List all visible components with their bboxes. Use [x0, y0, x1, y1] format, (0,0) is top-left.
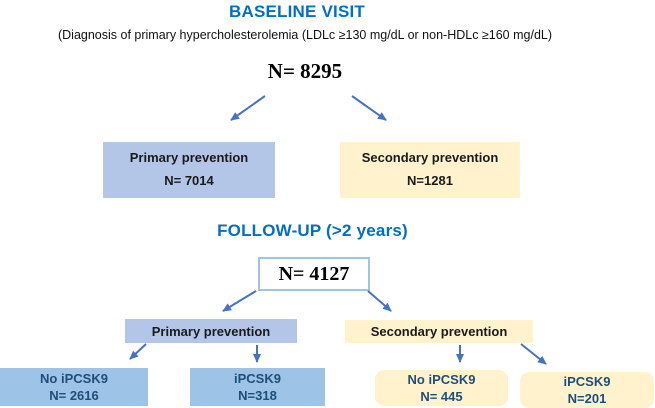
ipcsk9-secondary-box: iPCSK9 N=201 [520, 372, 654, 408]
ipcsk9-secondary-n: N=201 [567, 391, 607, 406]
followup-secondary-prevention-bar: Secondary prevention [345, 320, 533, 343]
followup-title: FOLLOW-UP (>2 years) [217, 221, 408, 240]
baseline-total-n: N= 8295 [267, 59, 343, 83]
no-ipcsk9-secondary-label: No iPCSK9 [407, 372, 476, 387]
no-ipcsk9-primary-n: N= 2616 [49, 388, 99, 403]
followup-primary-prevention-bar: Primary prevention [125, 319, 297, 343]
baseline-primary-n: N= 7014 [164, 173, 214, 188]
baseline-title: BASELINE VISIT [229, 2, 365, 21]
no-ipcsk9-primary-label: No iPCSK9 [40, 371, 108, 386]
no-ipcsk9-secondary-n: N= 445 [420, 389, 463, 404]
ipcsk9-secondary-label: iPCSK9 [563, 374, 611, 389]
arrow-secondary-to-ipcsk9 [520, 343, 547, 365]
arrow-followup-to-primary [222, 290, 257, 312]
no-ipcsk9-primary-box: No iPCSK9 N= 2616 [0, 368, 148, 406]
no-ipcsk9-secondary-box: No iPCSK9 N= 445 [375, 370, 508, 406]
baseline-secondary-label: Secondary prevention [361, 150, 499, 165]
baseline-secondary-prevention-box: Secondary prevention N=1281 [340, 142, 520, 198]
ipcsk9-primary-n: N=318 [238, 388, 277, 403]
baseline-primary-prevention-box: Primary prevention N= 7014 [103, 142, 275, 198]
arrow-baseline-to-primary [230, 95, 266, 121]
followup-total-n-box: N= 4127 [258, 257, 370, 291]
arrow-primary-to-no-ipcsk9 [129, 343, 147, 360]
arrow-followup-to-secondary [367, 290, 392, 312]
arrow-baseline-to-secondary [351, 95, 387, 121]
ipcsk9-primary-box: iPCSK9 N=318 [190, 368, 325, 406]
baseline-subtitle: (Diagnosis of primary hypercholesterolem… [57, 28, 553, 42]
ipcsk9-primary-label: iPCSK9 [234, 371, 281, 386]
baseline-primary-label: Primary prevention [129, 150, 249, 165]
baseline-secondary-n: N=1281 [407, 173, 453, 188]
